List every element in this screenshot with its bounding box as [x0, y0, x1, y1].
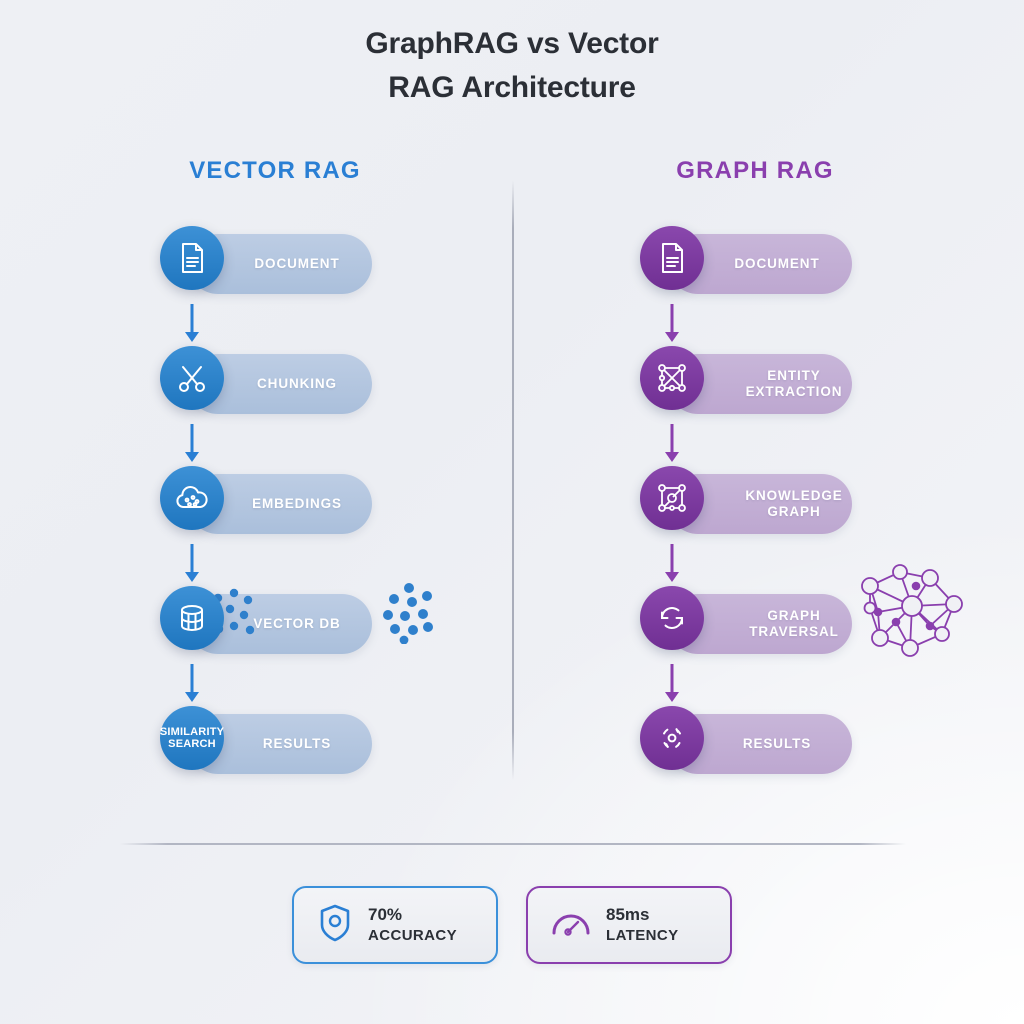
step-vector-document[interactable]: DOCUMENT — [160, 226, 372, 302]
similarity-line-1: SIMILARITY — [159, 725, 225, 738]
step-label: KNOWLEDGE GRAPH — [677, 488, 842, 520]
metric-label: LATENCY — [606, 927, 679, 944]
metric-badge-accuracy[interactable]: 70% ACCURACY — [292, 886, 498, 964]
similarity-line-2: SEARCH — [168, 738, 216, 750]
step-graph-traversal[interactable]: GRAPH TRAVERSAL — [640, 586, 852, 662]
step-label-line-2: EXTRACTION — [745, 384, 843, 399]
step-graph-document[interactable]: DOCUMENT — [640, 226, 852, 302]
metric-value: 85ms — [606, 905, 650, 924]
similarity-search-badge: SIMILARITY SEARCH — [160, 706, 224, 770]
column-header-graph: GRAPH RAG — [676, 157, 834, 184]
results-burst-icon — [640, 706, 704, 770]
flow-arrow — [160, 662, 372, 706]
step-graph-knowledge-graph[interactable]: KNOWLEDGE GRAPH — [640, 466, 852, 542]
database-icon — [160, 586, 224, 650]
metric-value: 70% — [368, 905, 403, 924]
step-graph-entity-extraction[interactable]: ENTITY EXTRACTION — [640, 346, 852, 422]
shield-icon — [316, 903, 354, 948]
step-label-line-1: GRAPH — [767, 608, 821, 623]
step-label: EMBEDINGS — [252, 496, 342, 511]
similarity-search-text: SIMILARITY SEARCH — [160, 726, 224, 751]
metric-label: ACCURACY — [368, 927, 458, 944]
flow-arrow — [160, 302, 372, 346]
step-vector-results[interactable]: RESULTS SIMILARITY SEARCH — [160, 706, 372, 782]
scissors-icon — [160, 346, 224, 410]
flow-arrow — [640, 302, 852, 346]
title-line-2: RAG Architecture — [388, 71, 636, 104]
metric-badges: 70% ACCURACY 85ms LATENCY — [0, 886, 1024, 964]
step-vector-db[interactable]: VECTOR DB — [160, 586, 372, 662]
horizontal-divider — [120, 843, 906, 845]
step-label: VECTOR DB — [253, 616, 341, 631]
step-vector-embeddings[interactable]: EMBEDINGS — [160, 466, 372, 542]
column-header-vector: VECTOR RAG — [189, 157, 361, 184]
metric-text: 70% ACCURACY — [368, 904, 457, 946]
pipeline-vector-rag: DOCUMENT CHUNKING — [160, 226, 372, 782]
graph-node-cluster — [856, 556, 968, 665]
step-label-line-2: GRAPH — [767, 504, 821, 519]
gauge-icon — [550, 906, 592, 945]
entity-network-icon — [640, 346, 704, 410]
step-label: DOCUMENT — [254, 256, 340, 271]
cloud-dots-icon — [160, 466, 224, 530]
step-vector-chunking[interactable]: CHUNKING — [160, 346, 372, 422]
page-title: GraphRAG vs Vector RAG Architecture — [0, 22, 1024, 110]
flow-arrow — [640, 662, 852, 706]
vector-dot-scatter-side — [378, 582, 440, 649]
knowledge-graph-icon — [640, 466, 704, 530]
document-icon — [160, 226, 224, 290]
metric-badge-latency[interactable]: 85ms LATENCY — [526, 886, 732, 964]
vertical-divider — [512, 180, 514, 780]
step-label-line-1: KNOWLEDGE — [745, 488, 843, 503]
metric-text: 85ms LATENCY — [606, 904, 679, 946]
flow-arrow — [160, 422, 372, 466]
title-line-1: GraphRAG vs Vector — [365, 27, 659, 60]
step-label: GRAPH TRAVERSAL — [681, 608, 839, 640]
flow-arrow — [640, 542, 852, 586]
flow-arrow — [640, 422, 852, 466]
step-label: ENTITY EXTRACTION — [678, 368, 843, 400]
step-label: DOCUMENT — [734, 256, 820, 271]
step-label: CHUNKING — [257, 376, 337, 391]
step-graph-results[interactable]: RESULTS — [640, 706, 852, 782]
document-icon — [640, 226, 704, 290]
step-label-line-1: ENTITY — [767, 368, 821, 383]
pipeline-graph-rag: DOCUMENT ENTITY EXTRACTION — [640, 226, 852, 782]
flow-arrow — [160, 542, 372, 586]
step-label: RESULTS — [262, 736, 332, 751]
step-label-line-2: TRAVERSAL — [749, 624, 839, 639]
circular-arrows-icon — [640, 586, 704, 650]
step-label: RESULTS — [742, 736, 812, 751]
